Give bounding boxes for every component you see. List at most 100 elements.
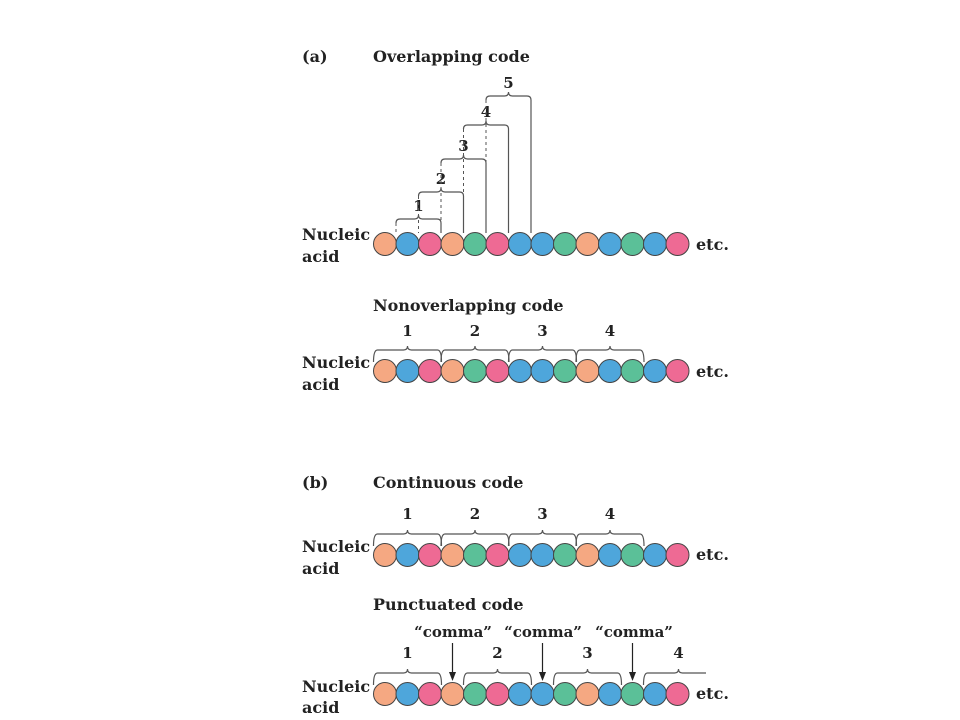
nonoverlapping-bead-8	[530, 359, 555, 383]
punct-codon-4-bracket	[642, 668, 706, 686]
punctuated-bead-row	[373, 682, 690, 706]
continuous-title: Continuous code	[373, 473, 523, 492]
continuous-codon-3-number: 3	[537, 505, 547, 523]
punctuated-bead-9	[553, 682, 577, 706]
punctuated-bead-7	[508, 682, 532, 706]
overlapping-bead-4	[440, 232, 465, 256]
continuous-bead-row	[373, 543, 690, 567]
overlapping-bead-11	[598, 232, 622, 256]
punct-codon-2-number: 2	[492, 644, 502, 662]
nonoverlap-codon-3-number: 3	[537, 322, 547, 340]
continuous-codon-1-number: 1	[402, 505, 412, 523]
continuous-codon-4-number: 4	[605, 505, 615, 523]
nonoverlapping-title: Nonoverlapping code	[373, 296, 564, 315]
nonoverlapping-bead-6	[485, 359, 510, 383]
nonoverlap-codon-2-bracket	[440, 345, 510, 363]
nonoverlap-codon-2-number: 2	[470, 322, 480, 340]
overlapping-bead-3	[418, 232, 442, 256]
continuous-bead-5	[463, 543, 487, 567]
overlapping-bead-5	[463, 232, 487, 256]
continuous-side-label-1: Nucleic	[302, 537, 370, 556]
nonoverlapping-brackets: 1 2 3 4	[372, 322, 645, 363]
continuous-codon-2-bracket	[440, 529, 510, 547]
overlapping-bead-7	[508, 232, 532, 256]
nonoverlap-codon-1-number: 1	[402, 322, 412, 340]
nonoverlapping-bead-5	[463, 359, 487, 383]
continuous-bead-8	[530, 543, 555, 567]
overlap-codon-5-number: 5	[503, 74, 513, 92]
punctuated-side-label-1: Nucleic	[302, 677, 370, 696]
nonoverlapping-bead-9	[553, 359, 577, 383]
overlapping-side-label-1: Nucleic	[302, 225, 370, 244]
overlap-codon-1-bracket	[395, 214, 442, 233]
punct-codon-3-number: 3	[582, 644, 592, 662]
continuous-bead-10	[575, 543, 600, 567]
continuous-etc: etc.	[696, 545, 729, 564]
continuous-bead-3	[418, 543, 442, 567]
nonoverlapping-bead-2	[395, 359, 420, 383]
punct-codon-4-number: 4	[673, 644, 683, 662]
punctuated-bead-8	[530, 682, 555, 706]
overlapping-bead-10	[575, 232, 600, 256]
continuous-bead-1	[373, 543, 397, 567]
overlap-codon-4-bracket	[462, 120, 510, 233]
nonoverlapping-bead-4	[440, 359, 465, 383]
nonoverlapping-bead-13	[643, 359, 667, 383]
part-b-marker: (b)	[302, 473, 328, 492]
nonoverlapping-bead-12	[620, 359, 645, 383]
overlap-codon-2-number: 2	[436, 170, 446, 188]
punctuated-etc: etc.	[696, 684, 729, 703]
overlapping-bead-9	[553, 232, 577, 256]
nonoverlap-codon-1-bracket	[372, 345, 443, 363]
overlapping-bead-row	[373, 232, 690, 256]
punctuated-comma-labels: “comma”“comma”“comma”	[414, 623, 673, 681]
punctuated-title: Punctuated code	[373, 595, 524, 614]
punctuated-bead-11	[598, 682, 622, 706]
nonoverlapping-etc: etc.	[696, 362, 729, 381]
continuous-bead-9	[553, 543, 577, 567]
continuous-codon-2-number: 2	[470, 505, 480, 523]
overlapping-bead-2	[395, 232, 420, 256]
comma-arrowhead-2	[539, 672, 546, 681]
nonoverlapping-bead-row	[373, 359, 690, 383]
nonoverlapping-side-label-2: acid	[302, 375, 339, 394]
punctuated-bead-2	[395, 682, 420, 706]
punctuated-bead-1	[373, 682, 397, 706]
punctuated-bead-10	[575, 682, 600, 706]
continuous-codon-3-bracket	[507, 529, 578, 547]
nonoverlapping-bead-14	[665, 359, 690, 383]
punct-codon-1-bracket	[372, 668, 443, 686]
comma-label-3: “comma”	[595, 623, 673, 641]
continuous-side-label-2: acid	[302, 559, 339, 578]
continuous-bead-7	[508, 543, 532, 567]
overlapping-bead-8	[530, 232, 555, 256]
continuous-bead-6	[485, 543, 510, 567]
nonoverlapping-bead-1	[373, 359, 397, 383]
nonoverlapping-bead-3	[418, 359, 442, 383]
overlapping-bead-12	[620, 232, 645, 256]
overlap-codon-3-number: 3	[458, 137, 468, 155]
continuous-bead-11	[598, 543, 622, 567]
punctuated-side-label-2: acid	[302, 698, 339, 717]
continuous-bead-14	[665, 543, 690, 567]
overlapping-etc: etc.	[696, 235, 729, 254]
overlap-codon-1-number: 1	[413, 197, 423, 215]
nonoverlap-codon-3-bracket	[507, 345, 578, 363]
continuous-bead-4	[440, 543, 465, 567]
punctuated-bead-5	[463, 682, 487, 706]
comma-label-1: “comma”	[414, 623, 492, 641]
nonoverlap-codon-4-bracket	[575, 345, 645, 363]
nonoverlapping-bead-11	[598, 359, 622, 383]
part-a-marker: (a)	[302, 47, 328, 66]
punctuated-bead-12	[620, 682, 645, 706]
punct-codon-3-bracket	[552, 668, 623, 686]
overlapping-side-label-2: acid	[302, 247, 339, 266]
overlapping-bead-14	[665, 232, 690, 256]
overlapping-bead-13	[643, 232, 667, 256]
continuous-bead-13	[643, 543, 667, 567]
comma-arrowhead-3	[629, 672, 636, 681]
nonoverlap-codon-4-number: 4	[605, 322, 615, 340]
